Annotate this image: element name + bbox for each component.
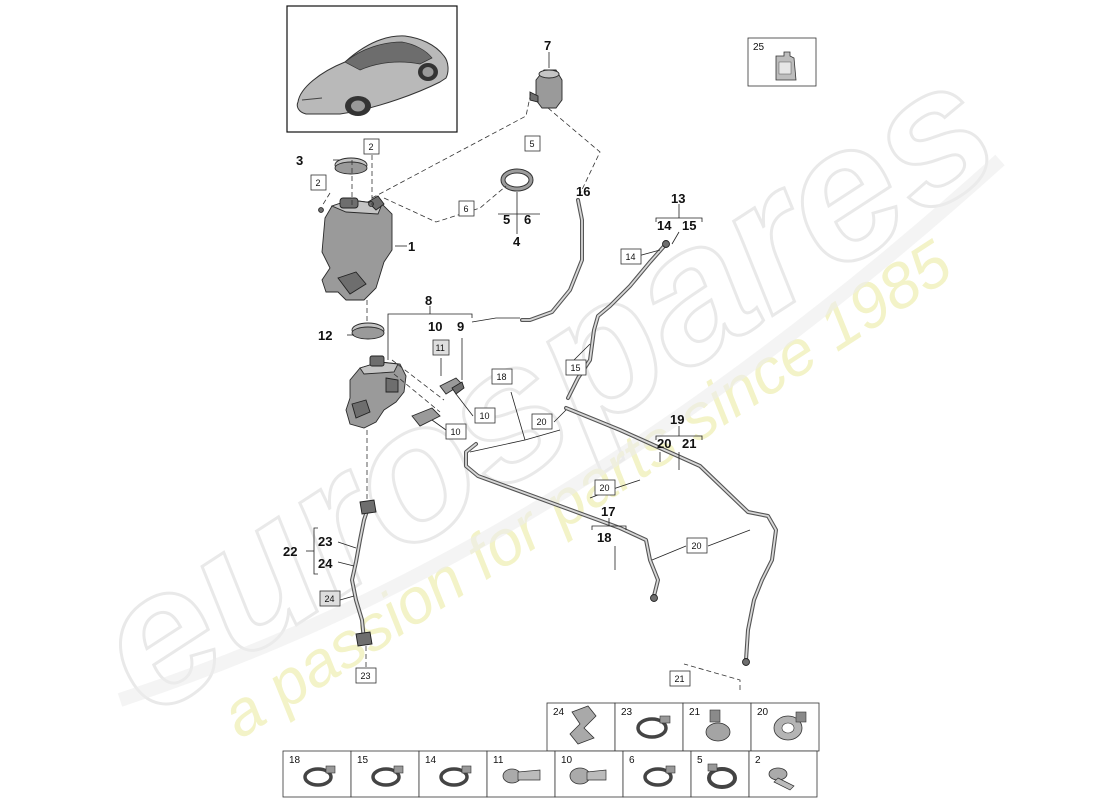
hose-clamp-icon bbox=[707, 763, 737, 789]
legend-row-2: 18 15 14 11 bbox=[282, 750, 818, 798]
hose-clamp-icon bbox=[636, 715, 671, 739]
watermark: eurospares a passion for parts since 198… bbox=[55, 17, 1033, 756]
callout-7: 7 bbox=[544, 38, 551, 53]
ref-box-15: 15 bbox=[571, 363, 581, 373]
clip-icon bbox=[773, 711, 807, 741]
reservoir-upper bbox=[321, 195, 393, 301]
callout-12: 12 bbox=[318, 328, 332, 343]
legend-tile-20: 20 bbox=[750, 702, 820, 752]
callout-23: 23 bbox=[318, 534, 332, 549]
legend-tile-number: 14 bbox=[425, 755, 437, 766]
ref-box-11: 11 bbox=[436, 343, 445, 353]
legend-tile-11: 11 bbox=[486, 750, 556, 798]
hose-clamp-icon bbox=[643, 765, 676, 787]
callout-16: 16 bbox=[576, 184, 590, 199]
legend-row-1: 24 23 21 20 bbox=[546, 702, 820, 752]
callout-14: 14 bbox=[657, 218, 672, 233]
ref-box-24: 24 bbox=[325, 594, 335, 604]
legend-tile-number: 24 bbox=[553, 707, 565, 718]
hose-clamp-icon bbox=[439, 765, 472, 787]
legend-tile-number: 2 bbox=[755, 755, 761, 766]
reservoir-lower bbox=[345, 355, 407, 429]
callout-6: 6 bbox=[524, 212, 531, 227]
legend-tile-5: 5 bbox=[690, 750, 750, 798]
legend-tile-number: 10 bbox=[561, 755, 573, 766]
ref-box-20: 20 bbox=[537, 417, 547, 427]
callout-15: 15 bbox=[682, 218, 696, 233]
legend-tile-number: 5 bbox=[697, 755, 703, 766]
callout-9: 9 bbox=[457, 319, 464, 334]
screw-icon bbox=[768, 767, 795, 791]
ref-box-23: 23 bbox=[361, 671, 371, 681]
fluid-bottle-icon bbox=[775, 51, 797, 81]
seal-ring bbox=[500, 168, 534, 192]
legend-tile-18: 18 bbox=[282, 750, 352, 798]
callout-5: 5 bbox=[503, 212, 510, 227]
ref-box-10: 10 bbox=[451, 427, 461, 437]
callout-18: 18 bbox=[597, 530, 611, 545]
legend-tile-number: 6 bbox=[629, 755, 635, 766]
callout-3: 3 bbox=[296, 153, 303, 168]
pump-7 bbox=[529, 58, 563, 109]
callout-13: 13 bbox=[671, 191, 685, 206]
legend-tile-number: 21 bbox=[689, 707, 701, 718]
screw-icon bbox=[318, 201, 374, 213]
screw-icon bbox=[502, 768, 541, 784]
hose-clamp-icon bbox=[371, 765, 404, 787]
legend-tile-14: 14 bbox=[418, 750, 488, 798]
clip-icon bbox=[569, 705, 597, 745]
car-thumbnail bbox=[286, 5, 458, 133]
hose-lines bbox=[350, 198, 778, 666]
bracket-parts bbox=[411, 377, 465, 427]
legend-tile-number: 20 bbox=[757, 707, 769, 718]
legend-tile-23: 23 bbox=[614, 702, 684, 752]
leader-lines bbox=[306, 52, 751, 690]
ref-box-6: 6 bbox=[464, 204, 469, 214]
legend-tile-number: 18 bbox=[289, 755, 301, 766]
cap-12 bbox=[351, 322, 385, 340]
ref-box-20: 20 bbox=[692, 541, 702, 551]
legend-tile-21: 21 bbox=[682, 702, 752, 752]
cap-3 bbox=[334, 157, 368, 175]
ref-box-10: 10 bbox=[480, 411, 490, 421]
callout-17: 17 bbox=[601, 504, 615, 519]
ref-box-2: 2 bbox=[369, 142, 374, 152]
callout-19: 19 bbox=[670, 412, 684, 427]
legend-tile-2: 2 bbox=[748, 750, 818, 798]
legend-tile-25: 25 bbox=[747, 37, 817, 87]
legend-tile-10: 10 bbox=[554, 750, 624, 798]
ref-box-21: 21 bbox=[675, 674, 685, 684]
legend-tile-number: 25 bbox=[753, 42, 765, 53]
reference-boxes: 2 2 5 6 11 10 10 18 15 14 20 20 20 24 23… bbox=[310, 135, 708, 687]
ref-box-18: 18 bbox=[497, 372, 507, 382]
legend-tile-number: 23 bbox=[621, 707, 633, 718]
callout-24: 24 bbox=[318, 556, 333, 571]
callout-10: 10 bbox=[428, 319, 442, 334]
callout-8: 8 bbox=[425, 293, 432, 308]
watermark-brand: eurospares bbox=[57, 19, 1032, 755]
callout-20: 20 bbox=[657, 436, 671, 451]
legend-tile-15: 15 bbox=[350, 750, 420, 798]
ref-box-2: 2 bbox=[316, 178, 321, 188]
callout-1: 1 bbox=[408, 239, 415, 254]
ref-box-5: 5 bbox=[530, 139, 535, 149]
ref-box-14: 14 bbox=[626, 252, 636, 262]
legend-tile-6: 6 bbox=[622, 750, 692, 798]
screw-icon bbox=[569, 767, 607, 785]
hose-clamp-icon bbox=[303, 765, 336, 787]
callout-21: 21 bbox=[682, 436, 696, 451]
callout-numbers: 7 3 1 5 6 4 16 13 14 15 8 10 9 12 19 20 … bbox=[283, 38, 696, 571]
legend-tile-number: 15 bbox=[357, 755, 369, 766]
callout-22: 22 bbox=[283, 544, 297, 559]
callout-4: 4 bbox=[513, 234, 521, 249]
ref-box-20: 20 bbox=[600, 483, 610, 493]
legend-tile-24: 24 bbox=[546, 702, 616, 752]
clip-icon bbox=[705, 709, 731, 742]
car-thumbnail-icon bbox=[296, 35, 449, 116]
legend-tile-number: 11 bbox=[493, 755, 504, 766]
